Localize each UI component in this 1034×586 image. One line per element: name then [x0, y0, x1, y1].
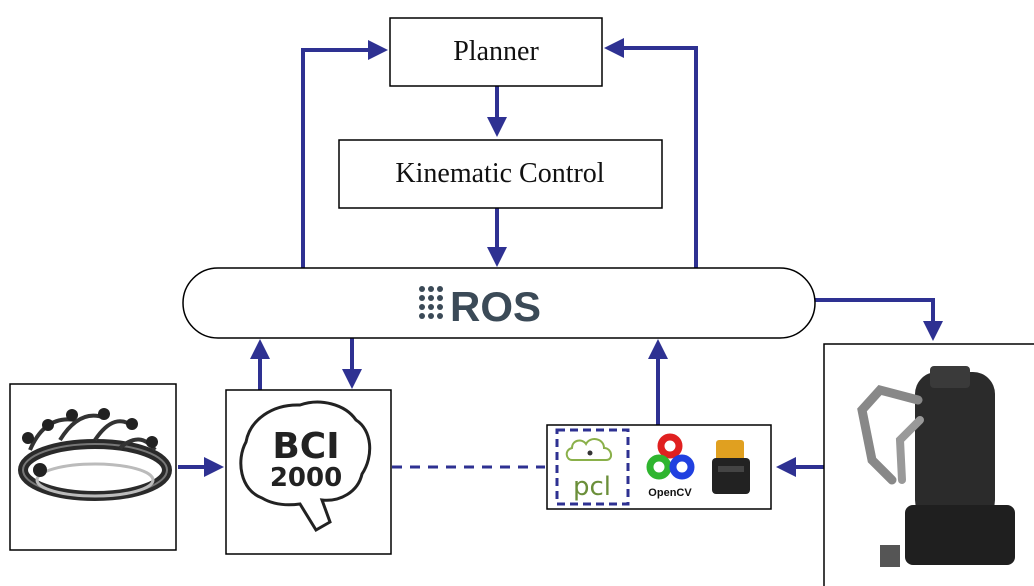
opencv-logo-icon [646, 433, 695, 480]
planner-label: Planner [453, 36, 539, 67]
bci2000-node: BCI 2000 [225, 389, 392, 555]
eeg-headset-icon [18, 408, 172, 501]
pcl-label: pcl [573, 472, 611, 502]
point-cloud-icon [565, 438, 612, 461]
kinematic-control-node: Kinematic Control [338, 139, 663, 209]
ros-dots-icon [419, 286, 443, 319]
lidar-sensor-icon [712, 440, 750, 494]
arrow-ros-to-planner-left [301, 40, 388, 268]
connectors [178, 38, 943, 477]
ros-node: ROS [182, 267, 816, 339]
opencv-label: OpenCV [648, 487, 692, 499]
bci-label-line2: 2000 [270, 463, 342, 493]
humanoid-robot-icon [857, 366, 1015, 567]
brain-head-outline-icon [239, 400, 372, 533]
perception-node: pcl OpenCV [546, 424, 772, 510]
pcl-dashed-frame [555, 428, 630, 506]
arrow-ros-to-planner-right [604, 38, 698, 268]
eeg-headset-box [9, 383, 177, 551]
arrow-ros-to-robot [815, 298, 943, 341]
kinematic-control-label: Kinematic Control [395, 158, 604, 189]
planner-node: Planner [389, 17, 603, 87]
robot-box [823, 343, 1034, 586]
ros-label: ROS [450, 283, 541, 330]
bci-label-line1: BCI [272, 426, 339, 467]
